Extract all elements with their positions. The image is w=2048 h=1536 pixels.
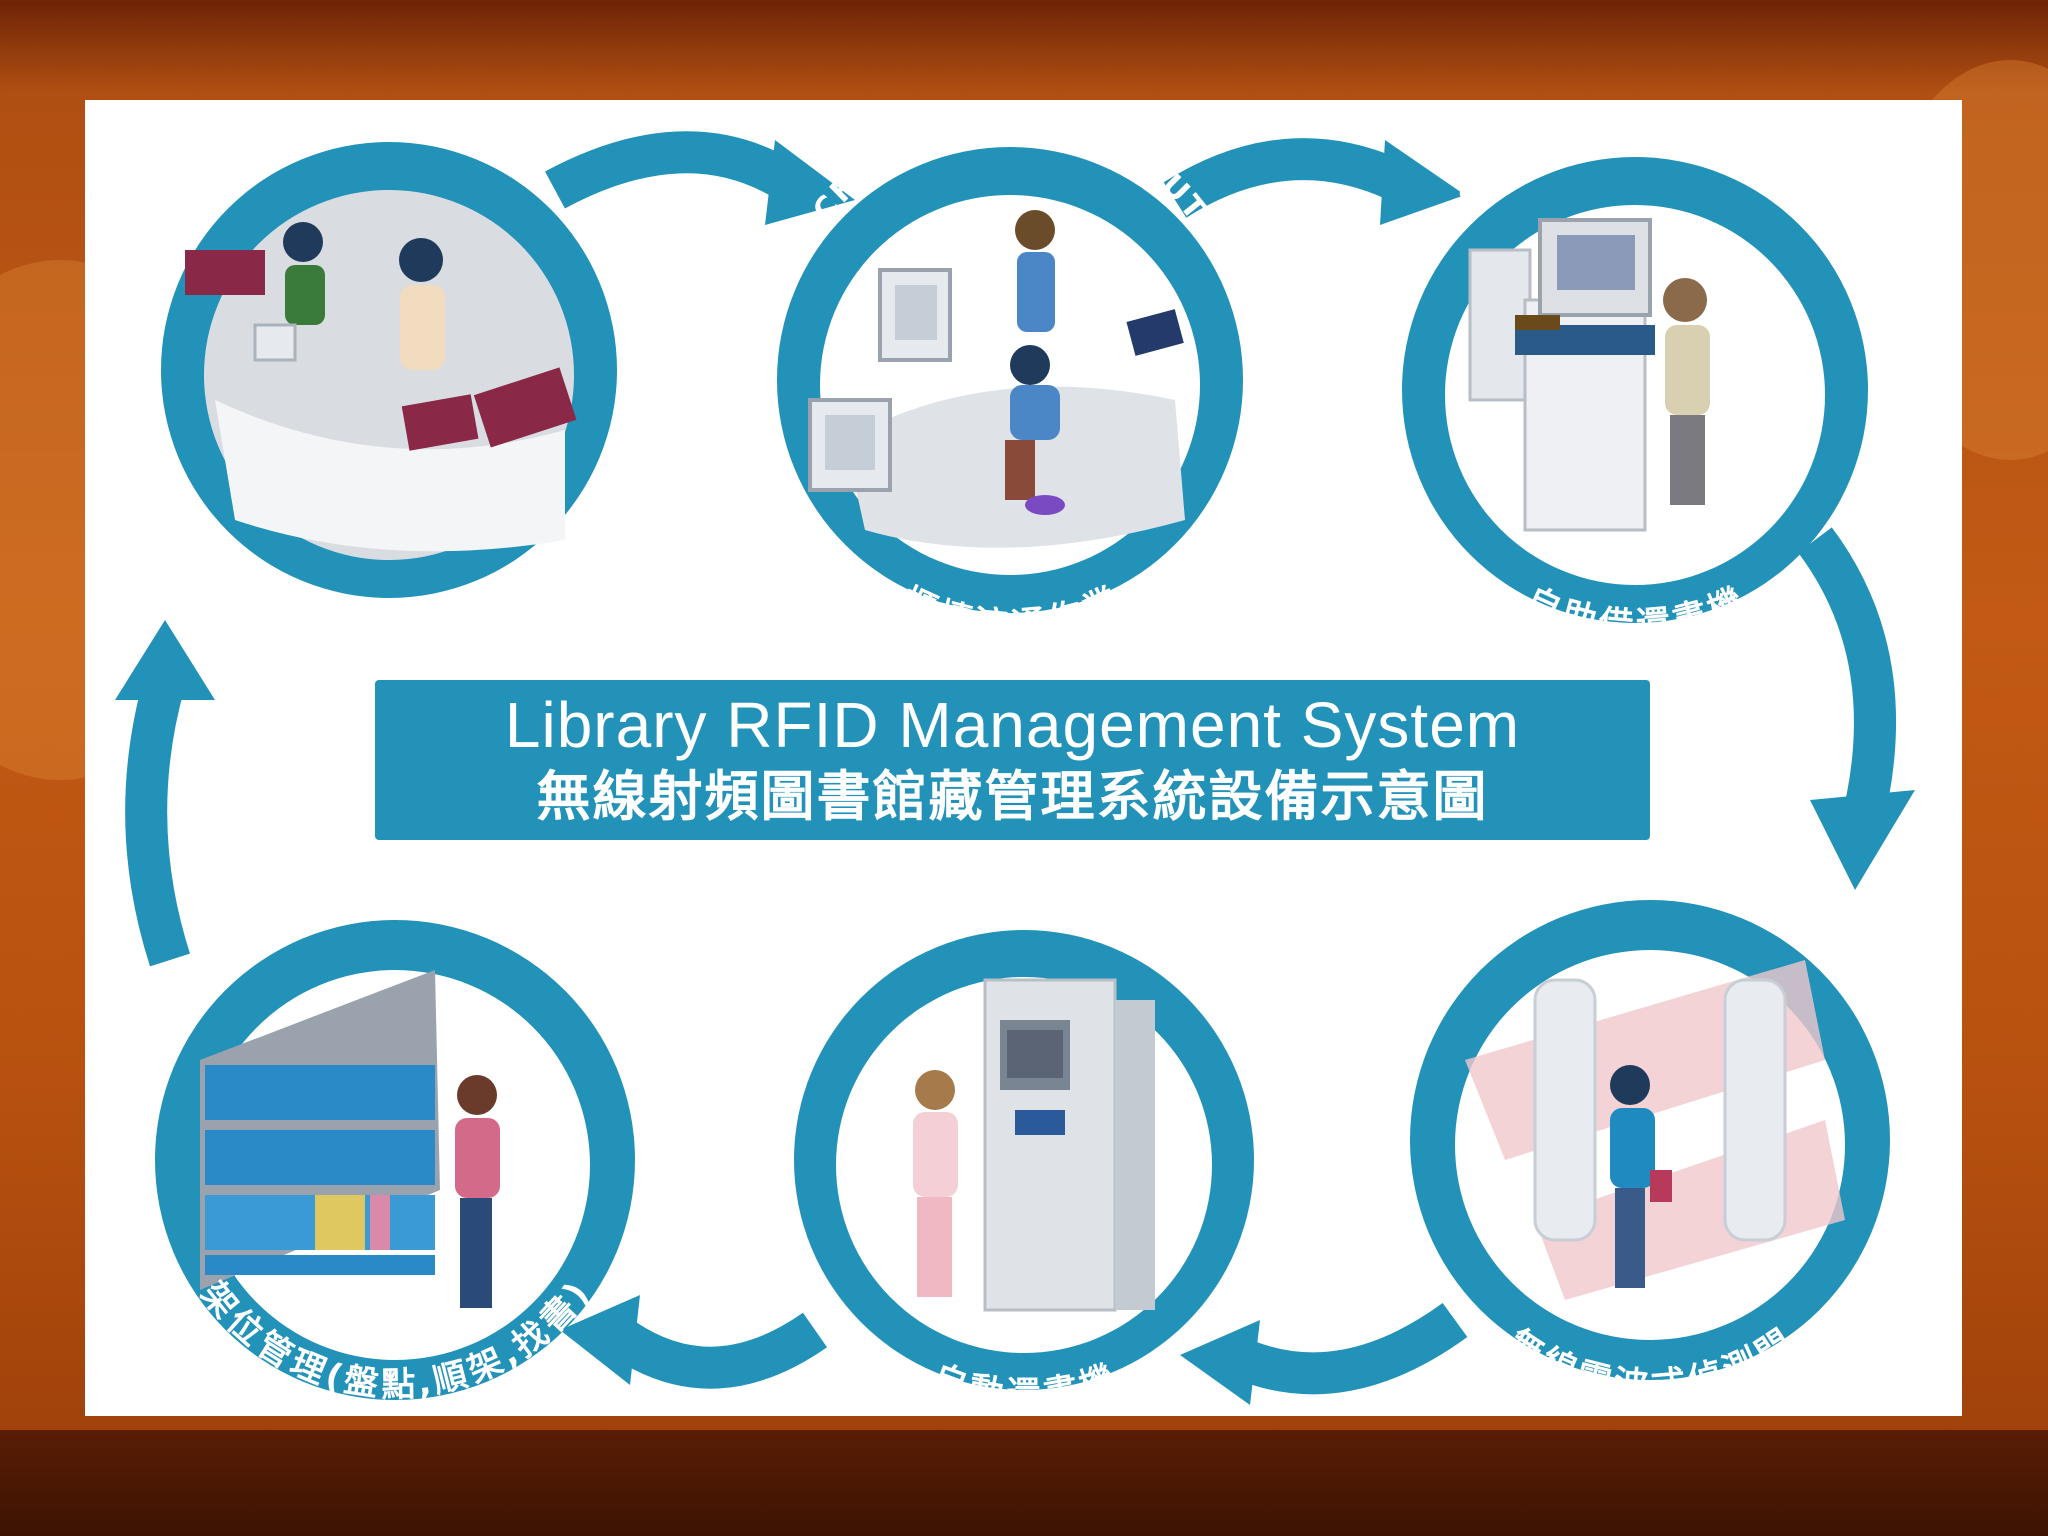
arrowhead-icon	[765, 140, 855, 225]
arrowhead-icon	[1810, 790, 1915, 890]
arrowhead-icon	[115, 620, 215, 700]
station-tagging: TAGGING 晶片上號,黏貼	[161, 103, 617, 641]
station-book-drop: BOOK DROP 自動還書機	[794, 893, 1254, 1415]
diagram-canvas: TAGGING 晶片上號,黏貼 CHECK IN / CHECK OUT 櫃檯流…	[115, 103, 1915, 1415]
flow-arrows	[125, 131, 1896, 1395]
station-shelf-management: SHELF MANAGEMENT 架位管理(盤點,順架,找書)	[155, 883, 635, 1405]
system-title-box: Library RFID Management System 無線射頻圖書館藏管…	[375, 680, 1650, 840]
arrow-heads	[115, 140, 1915, 1405]
title-english: Library RFID Management System	[504, 689, 1521, 761]
title-chinese: 無線射頻圖書館藏管理系統設備示意圖	[536, 765, 1489, 828]
station-anti-theft: ANTI-THEFT DETECTION 無線電波式偵測門	[1410, 858, 1890, 1406]
arrowhead-icon	[1380, 140, 1465, 225]
arrow-tagging-to-checkin	[545, 131, 796, 209]
arrow-antitheft-to-bookdrop	[1237, 1302, 1468, 1395]
arrowhead-icon	[560, 1295, 640, 1385]
arrow-selfcheck-to-antitheft	[1798, 527, 1896, 836]
arrowhead-icon	[1180, 1320, 1260, 1405]
station-self-check: SELF CHECK IN/OUT 自助借還書機	[1402, 113, 1868, 646]
arrow-bookdrop-to-shelf	[613, 1312, 828, 1389]
slide-bottom-band	[0, 1430, 2048, 1536]
diagram-panel: TAGGING 晶片上號,黏貼 CHECK IN / CHECK OUT 櫃檯流…	[85, 100, 1962, 1416]
arrow-shelf-to-tagging	[125, 674, 191, 967]
arrow-checkin-to-selfcheck	[1163, 138, 1404, 218]
bookshelf	[205, 1065, 435, 1275]
station-check-in-out: CHECK IN / CHECK OUT 櫃檯流通作業	[777, 103, 1243, 646]
